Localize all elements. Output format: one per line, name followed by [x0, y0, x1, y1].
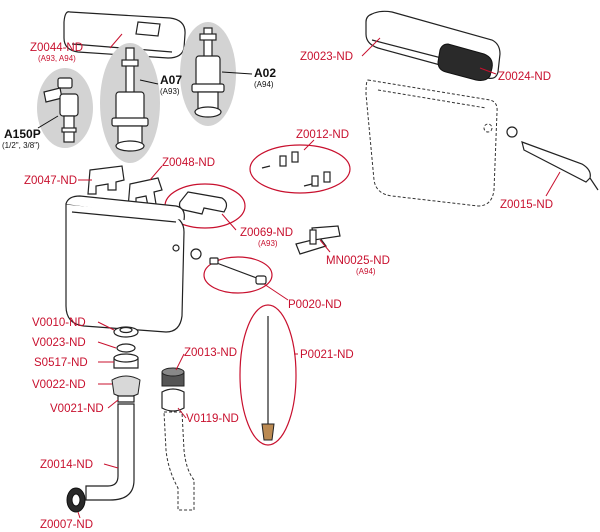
washer-v0010: [113, 326, 139, 338]
label-z0044: Z0044-ND: [30, 42, 83, 54]
label-z0013: Z0013-ND: [184, 347, 237, 359]
flush-valve-a02: [191, 27, 225, 118]
cistern-tank-main: [65, 195, 185, 333]
label-mn0025: MN0025-ND: [326, 255, 390, 267]
label-z0015: Z0015-ND: [500, 199, 553, 211]
label-a02-sub: (A94): [254, 80, 274, 89]
flush-pipe-z0014: [85, 403, 135, 501]
leader-v0119: [177, 407, 187, 419]
label-a07-sub: (A93): [160, 87, 180, 96]
ring-z0012: [249, 144, 351, 194]
label-z0069: Z0069-ND: [240, 227, 293, 239]
leader-a150p: [37, 115, 59, 129]
ring-p0020: [203, 256, 273, 294]
bracket-part-z0047: [87, 165, 125, 195]
label-z0044-sub: (A93, A94): [38, 54, 76, 63]
label-v0119: V0119-ND: [186, 413, 239, 425]
label-v0010: V0010-ND: [32, 317, 86, 329]
label-v0022: V0022-ND: [32, 379, 86, 391]
fixing-kit-z0012: [261, 151, 331, 187]
label-p0020: P0020-ND: [288, 299, 342, 311]
leader-a07: [139, 79, 159, 85]
label-s0517: S0517-ND: [34, 357, 88, 369]
lever-part-mn0025: [295, 225, 341, 255]
lever-part-z0015: [506, 126, 599, 191]
label-z0048: Z0048-ND: [162, 157, 215, 169]
seal-v0023: [116, 343, 136, 353]
leader-z0023: [361, 37, 381, 57]
leader-z0007: [77, 511, 81, 519]
fill-valve-a150p: [43, 77, 79, 143]
seal-v0119: [161, 388, 185, 412]
flush-valve-a07: [111, 47, 149, 152]
cistern-outline-right: [365, 79, 498, 207]
label-z0024: Z0024-ND: [498, 71, 551, 83]
leader-mn0025: [319, 239, 331, 253]
label-z0014: Z0014-ND: [40, 459, 93, 471]
sleeve-v0021: [117, 395, 135, 403]
label-v0023: V0023-ND: [32, 337, 86, 349]
label-v0021: V0021-ND: [50, 403, 104, 415]
nut-s0517: [113, 353, 139, 369]
leader-a02: [221, 71, 253, 75]
leader-v0023: [97, 341, 117, 349]
label-a07: A07: [160, 73, 182, 87]
leader-z0044: [109, 33, 123, 49]
lever-part-z0069: [178, 191, 228, 215]
leader-v0021: [107, 399, 119, 409]
leader-z0069: [221, 213, 237, 231]
leader-p0020: [263, 283, 289, 301]
leader-z0024: [479, 67, 497, 75]
leader-z0012: [303, 139, 315, 151]
lid-part-z0044: [63, 11, 186, 59]
label-a150p: A150P: [4, 127, 41, 141]
leader-z0015: [545, 171, 561, 197]
leader-z0048: [149, 165, 163, 181]
label-z0023: Z0023-ND: [300, 51, 353, 63]
pipe-end-z0007: [66, 487, 86, 513]
push-button-z0024: [437, 43, 493, 81]
nut-z0013: [161, 367, 185, 387]
label-z0007: Z0007-ND: [40, 519, 93, 531]
label-z0069-sub: (A93): [258, 239, 278, 248]
label-z0012: Z0012-ND: [296, 129, 349, 141]
pipe-outline-dashed: [163, 411, 195, 511]
cable-part-p0021: [261, 316, 275, 441]
label-a02: A02: [254, 66, 276, 80]
label-a150p-sub: (1/2", 3/8"): [2, 141, 40, 150]
cone-seal-v0022: [111, 375, 141, 398]
label-z0047: Z0047-ND: [24, 175, 77, 187]
ring-p0021: [239, 304, 297, 446]
rod-part-p0020: [209, 257, 267, 285]
leader-v0010: [97, 321, 115, 331]
label-p0021: P0021-ND: [300, 349, 354, 361]
label-mn0025-sub: (A94): [356, 267, 376, 276]
leader-z0014: [103, 463, 119, 469]
side-hole-plug: [190, 248, 202, 260]
leader-z0013: [175, 353, 185, 371]
